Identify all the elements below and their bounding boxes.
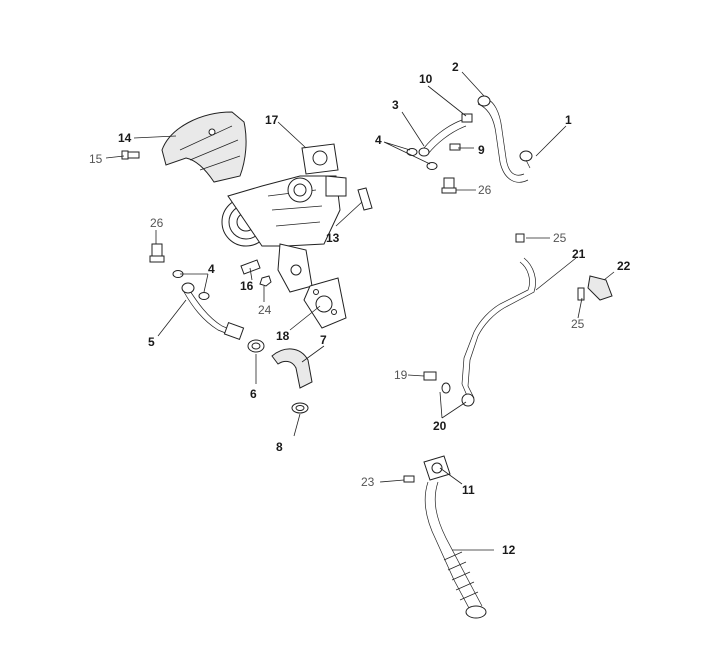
callout-25-bottom: 25 — [571, 317, 585, 331]
part-sensor-22 — [587, 275, 613, 301]
callout-23: 23 — [361, 475, 375, 489]
part-bolt-15 — [121, 150, 140, 160]
part-pipe-3 — [418, 119, 467, 157]
part-bolt-19 — [423, 371, 437, 381]
part-bracket-1 — [519, 150, 533, 169]
part-clamp-6 — [247, 339, 265, 353]
part-bolt-23 — [403, 475, 415, 483]
callout-1: 1 — [565, 113, 572, 127]
part-bolt-10 — [461, 113, 473, 123]
part-hose-7 — [271, 348, 313, 389]
callout-13: 13 — [326, 231, 340, 245]
part-turbocharger — [221, 143, 347, 293]
callout-labels: 1 2 3 4 4 5 6 7 8 9 10 11 12 13 14 15 16… — [89, 60, 631, 557]
part-washers-4-left — [172, 270, 210, 300]
callout-19: 19 — [394, 368, 408, 382]
part-gasket-18 — [303, 277, 347, 329]
callout-11: 11 — [462, 483, 475, 497]
callout-3: 3 — [392, 98, 399, 112]
callout-2: 2 — [452, 60, 459, 74]
callout-26-right: 26 — [478, 183, 492, 197]
callout-25-top: 25 — [553, 231, 567, 245]
callout-22: 22 — [617, 259, 631, 273]
callout-18: 18 — [276, 329, 290, 343]
callout-7: 7 — [320, 333, 327, 347]
callout-12: 12 — [502, 543, 516, 557]
part-flange-11 — [423, 455, 451, 481]
callout-10: 10 — [419, 72, 433, 86]
part-stud-13 — [357, 187, 373, 211]
leader-lines — [105, 71, 615, 551]
part-banjo-bolt-26-left — [149, 243, 165, 263]
callout-15: 15 — [89, 152, 103, 166]
part-stud-16 — [240, 259, 261, 275]
callout-4-right: 4 — [375, 133, 382, 147]
part-flexible-pipe-12 — [424, 481, 487, 619]
callout-14: 14 — [118, 131, 132, 145]
callout-17: 17 — [265, 113, 279, 127]
part-washers-20 — [441, 382, 451, 394]
part-clamp-8 — [291, 402, 309, 414]
part-nut-24 — [259, 275, 272, 287]
part-heat-shield — [161, 111, 247, 183]
part-bolt-25-top — [515, 233, 525, 243]
callout-6: 6 — [250, 387, 257, 401]
callout-4-left: 4 — [208, 262, 215, 276]
part-pipe-2 — [477, 95, 529, 183]
callout-20: 20 — [433, 419, 447, 433]
part-return-pipe-21 — [461, 257, 536, 407]
part-bolt-25-bottom — [577, 287, 585, 301]
callout-5: 5 — [148, 335, 155, 349]
callout-21: 21 — [572, 247, 586, 261]
callout-26-left: 26 — [150, 216, 164, 230]
part-bolt-9 — [449, 143, 461, 151]
callout-8: 8 — [276, 440, 283, 454]
part-washers-4-right — [406, 148, 438, 170]
part-oil-pipe-5 — [181, 282, 245, 341]
callout-16: 16 — [240, 279, 254, 293]
part-banjo-bolt-26-right — [441, 177, 457, 194]
callout-9: 9 — [478, 143, 485, 157]
callout-24: 24 — [258, 303, 272, 317]
